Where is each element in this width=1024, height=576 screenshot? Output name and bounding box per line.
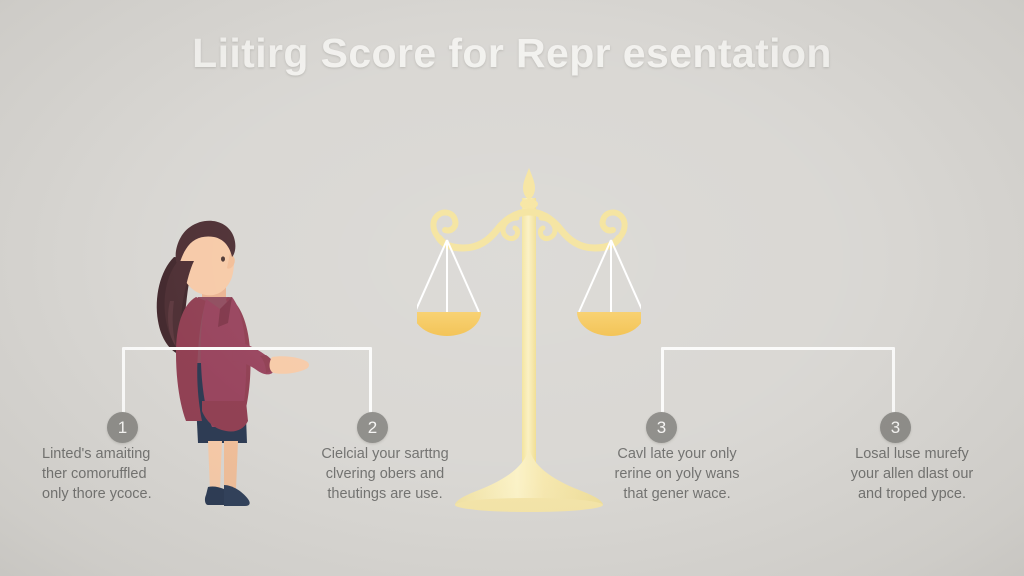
connector-bracket-left [122, 347, 372, 422]
bracket-drop-right [369, 347, 372, 419]
bracket-drop-right [892, 347, 895, 419]
bracket-horizontal-bar [661, 347, 895, 350]
step-badge-1: 1 [107, 412, 138, 443]
step-badge-2: 2 [357, 412, 388, 443]
step-badge-4: 3 [880, 412, 911, 443]
connector-bracket-right [661, 347, 895, 422]
scales-svg [413, 168, 645, 512]
page-title: Liitirg Score for Repr esentation [192, 30, 832, 76]
bracket-drop-left [122, 347, 125, 419]
step-caption-2: Cielcial your sarttng clvering obers and… [321, 446, 449, 502]
step-badge-3: 3 [646, 412, 677, 443]
bracket-horizontal-bar [122, 347, 372, 350]
step-caption-4: Losal luse murefy your allen dlast our a… [850, 446, 974, 502]
businesswoman-svg [156, 220, 309, 506]
bracket-drop-left [661, 347, 664, 419]
businesswoman-figure [140, 205, 315, 510]
step-caption-3: Cavl late your only rerine on yoly wans … [614, 446, 740, 502]
step-caption-1: Linted's amaiting ther comoruffled only … [42, 446, 152, 502]
scales-of-justice-illustration [413, 160, 645, 528]
